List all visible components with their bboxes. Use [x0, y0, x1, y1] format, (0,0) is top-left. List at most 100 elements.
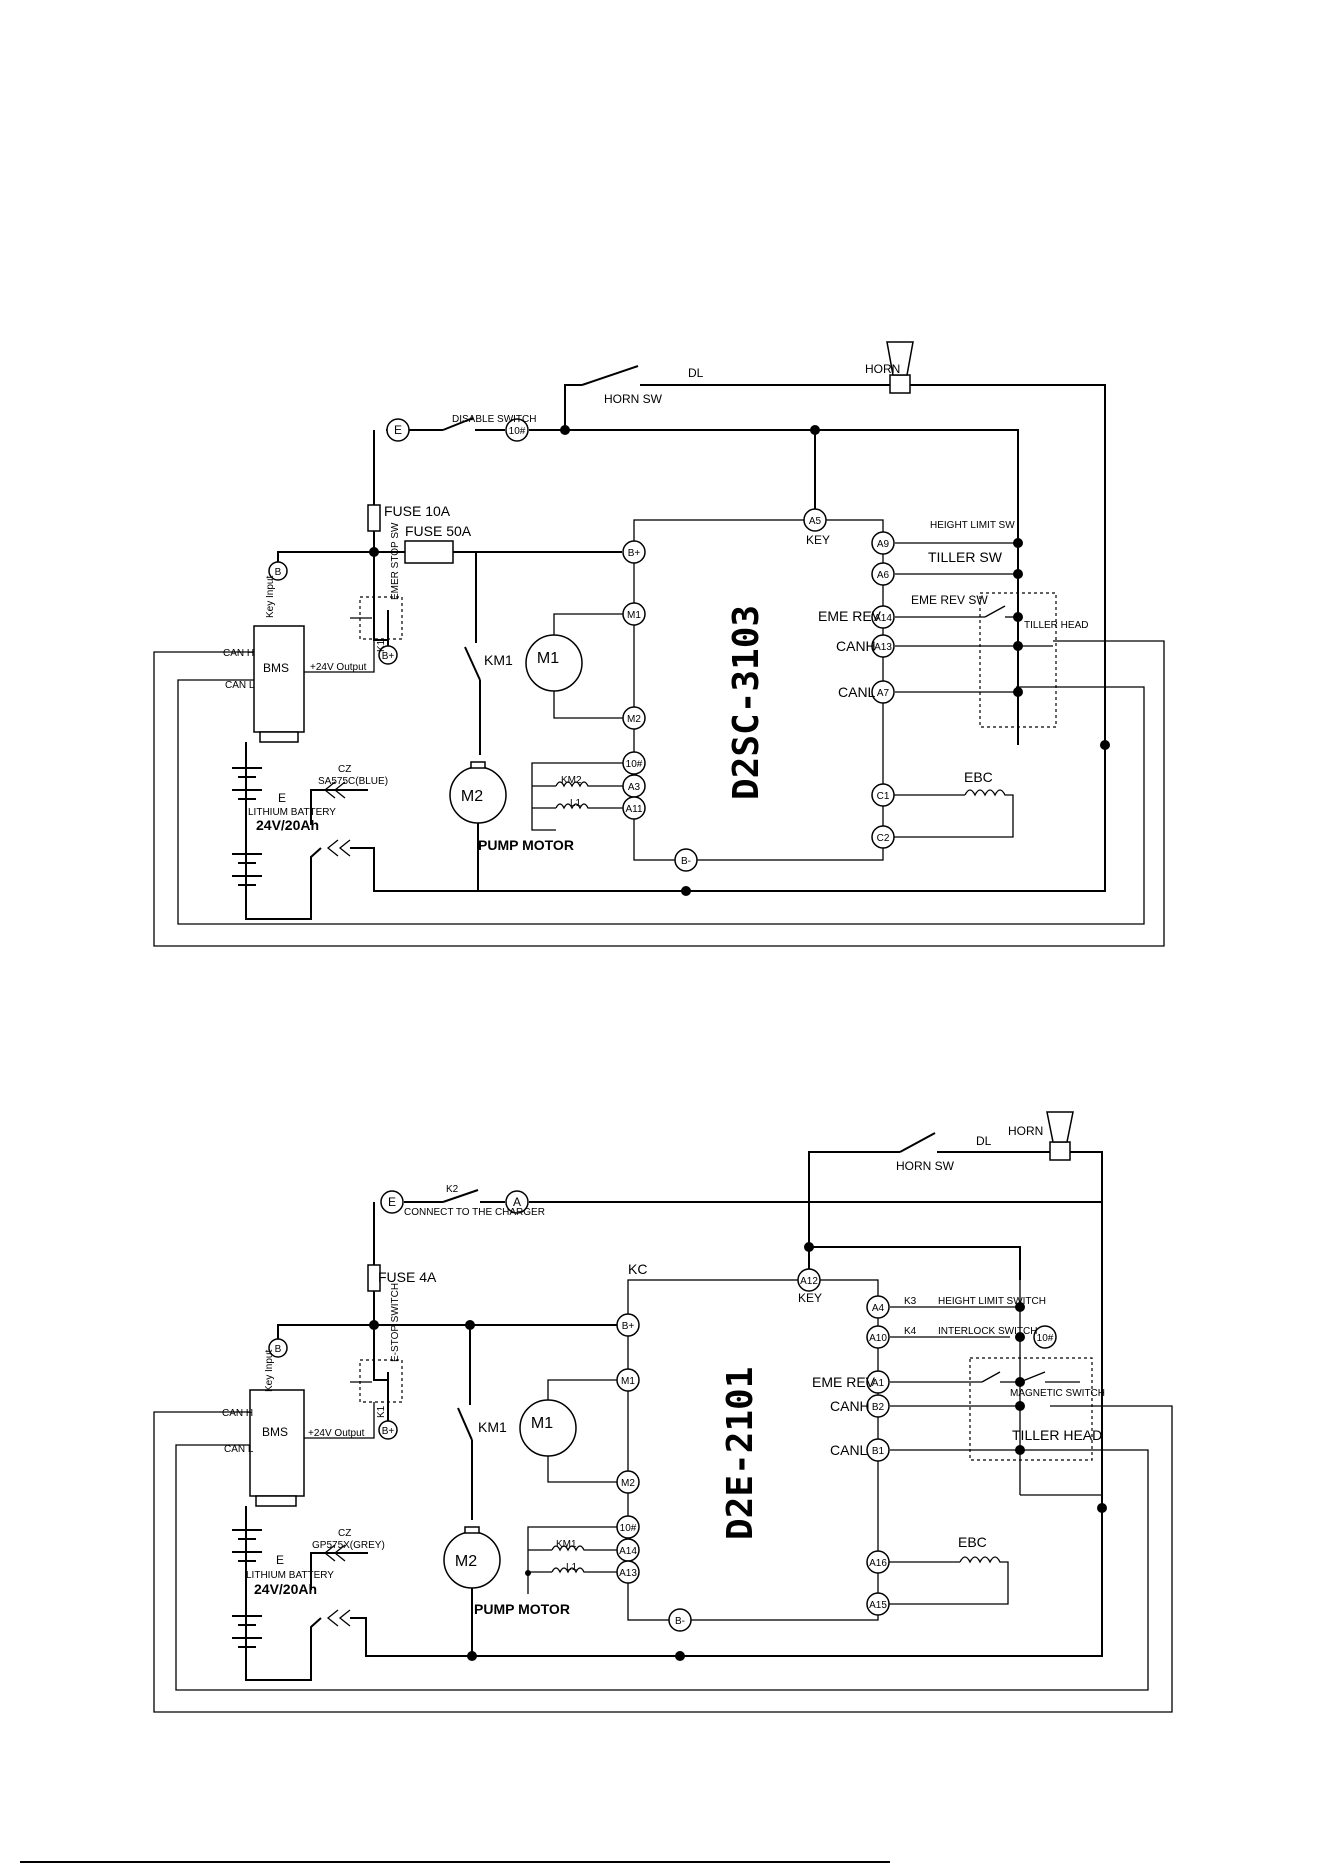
can-l-loop: [177, 679, 1145, 925]
svg-text:PUMP MOTOR: PUMP MOTOR: [478, 837, 574, 853]
svg-text:24V/20Ah: 24V/20Ah: [256, 817, 319, 833]
svg-text:K3: K3: [904, 1296, 917, 1307]
svg-text:B-: B-: [681, 856, 691, 867]
svg-text:B2: B2: [872, 1402, 885, 1413]
bms-box: [253, 625, 305, 733]
svg-text:10#: 10#: [620, 1523, 637, 1534]
terminal-a13: [871, 634, 895, 658]
svg-text:HEIGHT LIMIT SWITCH: HEIGHT LIMIT SWITCH: [938, 1296, 1046, 1307]
terminals-diagram-1: [268, 418, 895, 872]
svg-text:A5: A5: [809, 516, 822, 527]
horn-sw-left-wire: [564, 384, 582, 430]
traction-motor-m1-2: [519, 1379, 628, 1483]
svg-text:DL: DL: [976, 1134, 992, 1148]
svg-text:EBC: EBC: [964, 769, 993, 785]
horn-sw-wire-2: [808, 1151, 900, 1247]
terminal-m1: [622, 602, 646, 626]
coil-group: [531, 762, 634, 831]
svg-text:A9: A9: [877, 539, 890, 550]
horn-icon: [889, 374, 911, 394]
horn-switch-2: [899, 1132, 936, 1153]
connector-cz-bottom-2: [326, 1609, 351, 1627]
terminal-labels-2: E A B B+ B+ M1 M2 10# A14 A13 B- A12 A4 …: [275, 1195, 1054, 1627]
wiring-diagram-2: E A B B+ B+ M1 M2 10# A14 A13 B- A12 A4 …: [153, 1111, 1173, 1713]
svg-text:A1: A1: [872, 1378, 885, 1389]
svg-text:CANH: CANH: [836, 638, 876, 654]
battery-cells-top: [232, 767, 262, 800]
svg-text:DISABLE SWITCH: DISABLE SWITCH: [452, 414, 536, 425]
svg-text:TILLER HEAD: TILLER HEAD: [1012, 1427, 1102, 1443]
disable-switch: [442, 417, 474, 431]
battery-cells-top-2: [232, 1529, 262, 1562]
svg-text:M1: M1: [531, 1415, 553, 1432]
battery-outline-2: [245, 1506, 322, 1681]
svg-text:+24V Output: +24V Output: [308, 1428, 365, 1439]
svg-text:A10: A10: [869, 1333, 887, 1344]
svg-text:FUSE 4A: FUSE 4A: [378, 1269, 437, 1285]
svg-text:INTERLOCK SWITCH: INTERLOCK SWITCH: [938, 1326, 1037, 1337]
svg-text:M2: M2: [461, 788, 483, 805]
svg-text:CANH: CANH: [830, 1398, 870, 1414]
svg-text:M2: M2: [627, 714, 641, 725]
svg-text:B+: B+: [628, 548, 641, 559]
key-input-wire-2: [277, 1324, 374, 1348]
battery-upper-wire: [310, 789, 368, 825]
bms-box-2: [249, 1389, 305, 1497]
svg-text:K1: K1: [376, 1405, 387, 1418]
svg-text:10#: 10#: [1037, 1333, 1054, 1344]
battery-upper-wire-2: [310, 1552, 368, 1590]
km1-contact-2: [457, 1407, 473, 1441]
battery-cells-bottom-2: [232, 1615, 262, 1648]
svg-text:E: E: [388, 1195, 396, 1209]
svg-text:A15: A15: [869, 1600, 887, 1611]
controller-model-2: D2E-2101: [720, 1367, 761, 1540]
horn-return-wire-2: [1070, 1151, 1103, 1508]
terminal-labels-1: E 10# B B+ B+ M1 M2 10# A3 A11 B- A5 A9 …: [275, 423, 893, 867]
terminal-bplus: [622, 540, 646, 564]
svg-text:MAGNETIC SWITCH: MAGNETIC SWITCH: [1010, 1388, 1105, 1399]
junction-dots-2: [369, 1242, 1107, 1661]
svg-text:LITHIUM BATTERY: LITHIUM BATTERY: [246, 1570, 334, 1581]
svg-text:A11: A11: [625, 804, 642, 815]
controller-model: D2SC-3103: [726, 605, 767, 800]
svg-text:EME REV: EME REV: [812, 1374, 876, 1390]
svg-text:A6: A6: [877, 570, 890, 581]
svg-text:K4: K4: [904, 1326, 917, 1337]
svg-text:KM2: KM2: [561, 775, 582, 786]
bminus-bus-2: [350, 1508, 1103, 1657]
svg-text:B-: B-: [675, 1616, 685, 1627]
ebc-brake-coil-2: [878, 1556, 1009, 1605]
connector-cz-bottom: [326, 839, 351, 857]
svg-text:B+: B+: [382, 1426, 395, 1437]
svg-text:E: E: [394, 423, 402, 437]
svg-text:EME REV: EME REV: [818, 608, 882, 624]
svg-text:B: B: [275, 567, 282, 578]
svg-text:CZ: CZ: [338, 1528, 351, 1539]
svg-text:A13: A13: [874, 642, 892, 653]
svg-text:Key Input: Key Input: [264, 1350, 275, 1392]
svg-text:CONNECT TO THE CHARGER: CONNECT TO THE CHARGER: [404, 1207, 545, 1218]
svg-text:KM1: KM1: [556, 1539, 577, 1550]
terminal-a6: [871, 562, 895, 586]
terminals-diagram-2: [268, 1190, 1057, 1632]
bminus-bus: [350, 745, 1106, 892]
svg-text:M1: M1: [537, 650, 559, 667]
svg-text:E-STOP SWITCH: E-STOP SWITCH: [390, 1283, 401, 1362]
svg-text:M2: M2: [621, 1478, 635, 1489]
svg-text:Key Input: Key Input: [265, 576, 276, 618]
svg-text:GP575X(GREY): GP575X(GREY): [312, 1540, 385, 1551]
horn-icon-2: [1049, 1141, 1071, 1161]
key-input-wire: [277, 551, 374, 571]
svg-text:E: E: [276, 1553, 284, 1567]
svg-text:CAN H: CAN H: [223, 648, 254, 659]
terminal-m2: [622, 706, 646, 730]
svg-text:B+: B+: [622, 1321, 635, 1332]
svg-text:HORN: HORN: [1008, 1124, 1043, 1138]
svg-text:BMS: BMS: [262, 1425, 288, 1439]
svg-text:KEY: KEY: [798, 1291, 822, 1305]
svg-text:DL: DL: [688, 366, 704, 380]
svg-text:BMS: BMS: [263, 661, 289, 675]
bms-foot-2: [255, 1495, 297, 1507]
svg-text:CAN L: CAN L: [224, 1444, 254, 1455]
